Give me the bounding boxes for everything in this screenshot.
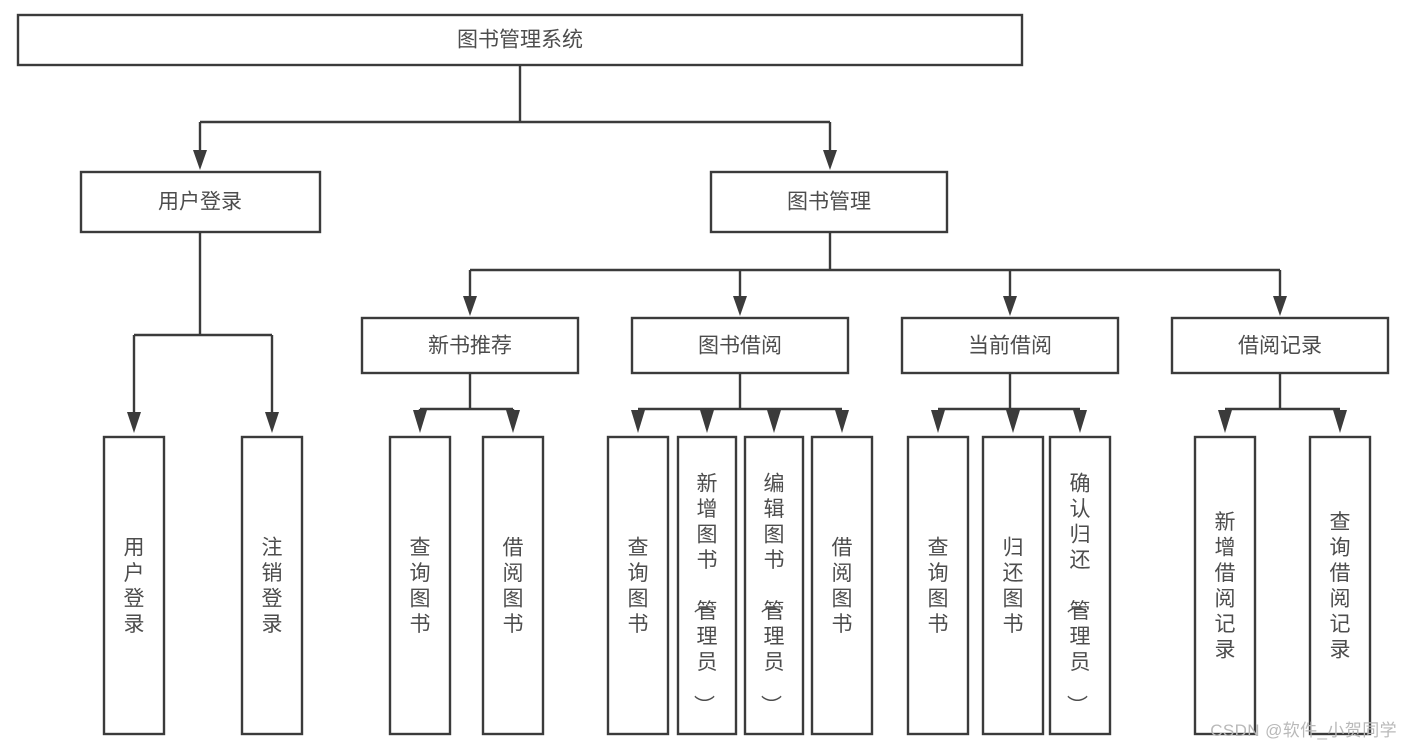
node-user-login-box[interactable]	[79, 170, 322, 234]
leaf-add-borrow-record-box[interactable]	[1193, 435, 1257, 736]
arrowhead-leaf-query-book-recommend	[413, 410, 427, 433]
node-new-book-recommend-label: 新书推荐	[428, 335, 512, 358]
node-book-borrow[interactable]: 图书借阅	[630, 316, 850, 375]
arrowhead-leaf-return-book	[1006, 410, 1020, 433]
arrowhead-leaf-borrow-book	[835, 410, 849, 433]
leaf-user-login-box[interactable]	[102, 435, 166, 736]
leaf-query-book-current-label: 查询图书	[928, 536, 949, 636]
leaf-node-logout[interactable]: 注销登录	[240, 435, 304, 736]
leaf-query-book-borrow-label: 查询图书	[628, 536, 649, 636]
node-current-borrow[interactable]: 当前借阅	[900, 316, 1120, 375]
arrowhead-leaf-confirm-return	[1073, 410, 1087, 433]
node-book-management-box[interactable]	[709, 170, 949, 234]
arrowhead-leaf-add-book	[700, 410, 714, 433]
arrowhead-leaf-edit-book	[767, 410, 781, 433]
arrowhead-user-login	[193, 150, 207, 170]
arrowhead-current-borrow	[1003, 296, 1017, 316]
arrowhead-leaf-logout	[265, 412, 279, 433]
node-new-book-recommend[interactable]: 新书推荐	[360, 316, 580, 375]
node-book-borrow-label: 图书借阅	[698, 335, 782, 358]
leaf-nodes-layer: 用户登录 注销登录 查询图书 借阅图书 查询图书 新增图书（管理员）	[102, 435, 1372, 736]
node-root-box[interactable]	[16, 13, 1024, 67]
leaf-node-confirm-return[interactable]: 确认归还（管理员）	[1048, 435, 1112, 736]
leaf-add-borrow-record-label: 新增借阅记录	[1215, 511, 1236, 662]
leaf-node-query-borrow-record[interactable]: 查询借阅记录	[1308, 435, 1372, 736]
arrowhead-leaf-user-login	[127, 412, 141, 433]
leaf-node-query-book-current[interactable]: 查询图书	[906, 435, 970, 736]
arrowhead-leaf-query-book-current	[931, 410, 945, 433]
leaf-logout-label: 注销登录	[262, 536, 283, 636]
node-root-book-management-system[interactable]: 图书管理系统	[16, 13, 1024, 67]
leaf-edit-book-label: 编辑图书（管理员）	[759, 473, 785, 716]
leaf-node-add-borrow-record[interactable]: 新增借阅记录	[1193, 435, 1257, 736]
leaf-node-query-book-borrow[interactable]: 查询图书	[606, 435, 670, 736]
leaf-borrow-book-recommend-label: 借阅图书	[503, 536, 524, 636]
node-borrow-record[interactable]: 借阅记录	[1170, 316, 1390, 375]
leaf-query-borrow-record-label: 查询借阅记录	[1330, 511, 1351, 662]
leaf-borrow-book-recommend-box[interactable]	[481, 435, 545, 736]
leaf-node-query-book-recommend[interactable]: 查询图书	[388, 435, 452, 736]
leaf-node-return-book[interactable]: 归还图书	[981, 435, 1045, 736]
leaf-query-borrow-record-box[interactable]	[1308, 435, 1372, 736]
leaf-query-book-recommend-box[interactable]	[388, 435, 452, 736]
leaf-confirm-return-label: 确认归还（管理员）	[1065, 473, 1091, 716]
leaf-edit-book-box[interactable]	[743, 435, 805, 736]
leaf-add-book-label: 新增图书（管理员）	[692, 473, 718, 716]
arrowhead-leaf-query-borrow-record	[1333, 410, 1347, 433]
arrowhead-new-book-recommend	[463, 296, 477, 316]
leaf-query-book-borrow-box[interactable]	[606, 435, 670, 736]
leaf-return-book-box[interactable]	[981, 435, 1045, 736]
leaf-user-login-label: 用户登录	[124, 536, 145, 636]
node-borrow-record-label: 借阅记录	[1238, 335, 1322, 358]
leaf-logout-box[interactable]	[240, 435, 304, 736]
arrowhead-book-management	[823, 150, 837, 170]
leaf-node-user-login[interactable]: 用户登录	[102, 435, 166, 736]
leaf-borrow-book-label: 借阅图书	[832, 536, 853, 636]
node-current-borrow-box[interactable]	[900, 316, 1120, 375]
node-borrow-record-box[interactable]	[1170, 316, 1390, 375]
arrowhead-borrow-record	[1273, 296, 1287, 316]
node-book-management[interactable]: 图书管理	[709, 170, 949, 234]
leaf-return-book-label: 归还图书	[1003, 536, 1024, 636]
arrowhead-leaf-add-borrow-record	[1218, 410, 1232, 433]
arrowhead-book-borrow	[733, 296, 747, 316]
leaf-add-book-box[interactable]	[676, 435, 738, 736]
arrowhead-leaf-borrow-book-recommend	[506, 410, 520, 433]
leaf-query-book-current-box[interactable]	[906, 435, 970, 736]
connector-lines	[127, 65, 1347, 433]
leaf-node-edit-book[interactable]: 编辑图书（管理员）	[743, 435, 805, 736]
leaf-confirm-return-box[interactable]	[1048, 435, 1112, 736]
leaf-node-add-book[interactable]: 新增图书（管理员）	[676, 435, 738, 736]
node-user-login[interactable]: 用户登录	[79, 170, 322, 234]
leaf-node-borrow-book[interactable]: 借阅图书	[810, 435, 874, 736]
node-book-management-label: 图书管理	[787, 191, 871, 214]
node-root-label: 图书管理系统	[457, 29, 583, 52]
node-new-book-recommend-box[interactable]	[360, 316, 580, 375]
arrowhead-leaf-query-book-borrow	[631, 410, 645, 433]
node-current-borrow-label: 当前借阅	[968, 335, 1052, 358]
leaf-borrow-book-box[interactable]	[810, 435, 874, 736]
node-user-login-label: 用户登录	[158, 191, 242, 214]
leaf-node-borrow-book-recommend[interactable]: 借阅图书	[481, 435, 545, 736]
node-book-borrow-box[interactable]	[630, 316, 850, 375]
leaf-query-book-recommend-label: 查询图书	[410, 536, 431, 636]
